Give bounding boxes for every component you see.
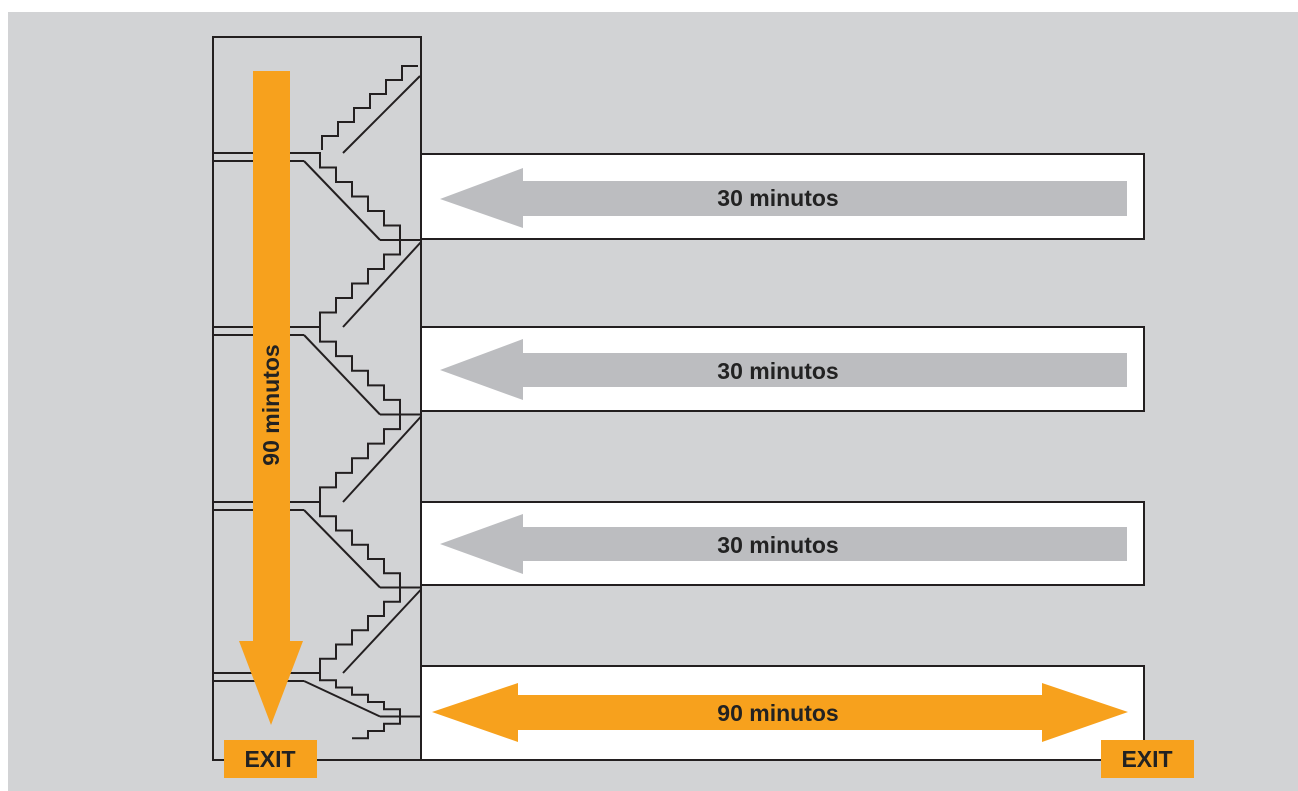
arrow-floor-3 — [440, 168, 1127, 228]
exit-right-label: EXIT — [1121, 746, 1172, 772]
floor-1-time-label: 30 minutos — [717, 532, 838, 558]
floor-3-time-label: 30 minutos — [717, 185, 838, 211]
floor-2-time-label: 30 minutos — [717, 358, 838, 384]
arrow-floor-1 — [440, 514, 1127, 574]
stair-flight — [321, 65, 418, 150]
exit-sign-left — [224, 740, 317, 778]
ground-floor-time-label: 90 minutos — [717, 700, 838, 726]
staircase — [303, 65, 422, 740]
arrow-ground-floor — [432, 683, 1128, 742]
vertical-arrow — [239, 71, 303, 725]
exit-sign-right — [1101, 740, 1194, 778]
exit-left-label: EXIT — [244, 746, 295, 772]
arrow-floor-2 — [440, 339, 1127, 400]
stairwell-time-label: 90 minutos — [258, 344, 284, 465]
